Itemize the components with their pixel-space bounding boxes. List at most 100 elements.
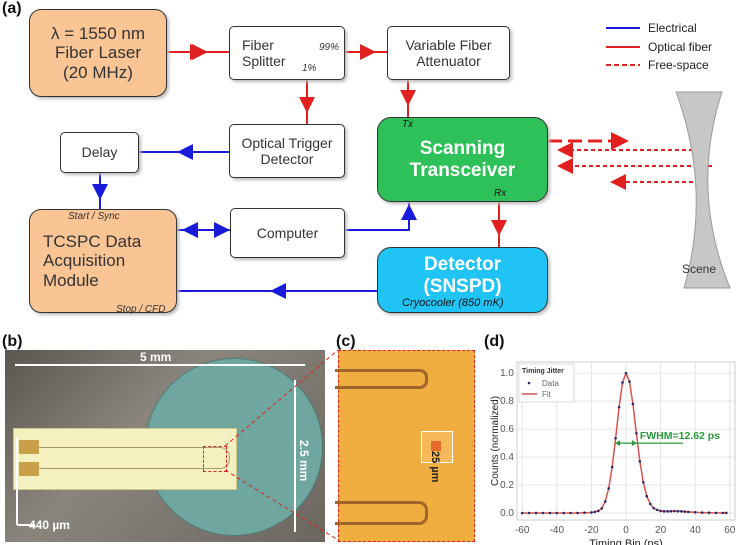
data-point	[648, 502, 652, 506]
panel-label-c: (c)	[336, 333, 356, 350]
legend-free-space: Free-space	[648, 58, 709, 72]
data-point	[725, 511, 728, 515]
tcspc-label-1: TCSPC Data	[43, 231, 142, 251]
data-point	[669, 509, 673, 513]
panel-label-d: (d)	[484, 333, 505, 350]
data-point	[686, 510, 690, 514]
computer-box: Computer	[230, 208, 345, 258]
y-tick-label: 0.4	[500, 452, 514, 463]
panel-label-b: (b)	[2, 333, 23, 350]
data-point	[576, 511, 579, 515]
splitter-label-1: Fiber	[242, 36, 274, 53]
laser-name: Fiber Laser	[55, 43, 141, 63]
splitter-label-2: Splitter	[242, 53, 286, 69]
start-sync-label: Start / Sync	[68, 211, 120, 222]
data-point	[662, 510, 666, 513]
data-point	[597, 509, 600, 513]
legend-fit-label: Fit	[542, 390, 552, 399]
y-tick-label: 0.2	[500, 480, 514, 491]
width-dimension-label: 5 mm	[140, 350, 172, 364]
delay-box: Delay	[60, 132, 139, 173]
tcspc-label-2: Acquisition	[43, 251, 126, 271]
data-point	[700, 511, 704, 514]
x-tick-label: 20	[655, 525, 667, 536]
data-point	[603, 500, 607, 503]
connection-arrows	[92, 0, 731, 299]
transceiver-label-1: Scanning	[419, 137, 506, 159]
data-point	[659, 509, 662, 513]
pad-dimension-label: 440 µm	[29, 518, 70, 532]
fwhm-annotation: FWHM=12.62 ps	[640, 430, 720, 442]
x-tick-label: -20	[584, 525, 599, 536]
data-point	[652, 506, 655, 510]
data-point	[548, 511, 552, 515]
detector-label-2: (SNSPD)	[423, 275, 502, 297]
tx-label: Tx	[402, 119, 414, 130]
data-point	[655, 508, 659, 512]
legend-electrical: Electrical	[648, 21, 697, 35]
data-point	[562, 511, 566, 515]
data-point	[693, 511, 697, 514]
laser-wavelength: λ = 1550 nm	[50, 23, 146, 43]
y-tick-label: 1.0	[500, 368, 514, 379]
data-point	[624, 371, 628, 375]
split-1-label: 1%	[302, 63, 317, 74]
legend-optical-fiber: Optical fiber	[648, 40, 713, 54]
legend-title: Timing Jitter	[522, 368, 564, 375]
data-point	[600, 507, 604, 510]
data-point	[676, 509, 680, 513]
data-point	[590, 511, 593, 514]
x-tick-label: 40	[690, 525, 702, 536]
x-tick-label: 0	[623, 525, 629, 536]
laser-rate: (20 MHz)	[63, 62, 133, 82]
detector-box: Detector(SNSPD)	[377, 247, 548, 313]
attenuator-label-1: Variable Fiber	[405, 36, 492, 53]
data-point	[683, 510, 687, 513]
fwhm-arrowheads	[615, 440, 637, 447]
tcspc-label-3: Module	[43, 270, 99, 290]
height-dimension-label: 2.5 mm	[297, 440, 311, 482]
stop-cfd-label: Stop / CFD	[116, 304, 166, 315]
scale-label: 25 µm	[429, 451, 441, 483]
data-point	[555, 511, 559, 515]
data-point	[617, 405, 621, 409]
cryocooler-label: Cryocooler (850 mK)	[402, 297, 504, 309]
legend-data-marker	[527, 381, 531, 385]
chip-photo: 5 mm 2.5 mm 440 µm	[5, 350, 325, 542]
data-point	[527, 511, 531, 515]
rx-label: Rx	[494, 188, 507, 199]
data-point	[666, 510, 669, 513]
y-tick-label: 0.8	[500, 396, 514, 407]
trigger-label-1: Optical Trigger	[241, 134, 333, 151]
data-point	[645, 494, 649, 498]
data-point	[642, 480, 645, 484]
data-point	[541, 511, 545, 515]
data-point	[520, 511, 524, 515]
x-tick-label: 60	[724, 525, 736, 536]
legend-data-label: Data	[542, 379, 559, 388]
data-point	[638, 459, 642, 463]
data-point	[714, 511, 718, 515]
trigger-label-2: Detector	[260, 151, 314, 167]
data-point	[614, 436, 617, 440]
y-tick-label: 0.6	[500, 424, 514, 435]
scene-shape	[675, 91, 731, 289]
panel-label-a: (a)	[2, 0, 22, 17]
data-point	[607, 487, 610, 490]
split-99-label: 99%	[319, 42, 340, 53]
data-point	[635, 432, 638, 435]
detector-label-1: Detector	[423, 254, 502, 275]
data-point	[569, 511, 572, 515]
y-tick-label: 0.0	[500, 508, 514, 519]
x-tick-label: -60	[515, 525, 530, 536]
data-point	[673, 509, 676, 513]
data-point	[628, 380, 631, 383]
scene-label: Scene	[682, 262, 717, 276]
data-point	[610, 465, 614, 469]
